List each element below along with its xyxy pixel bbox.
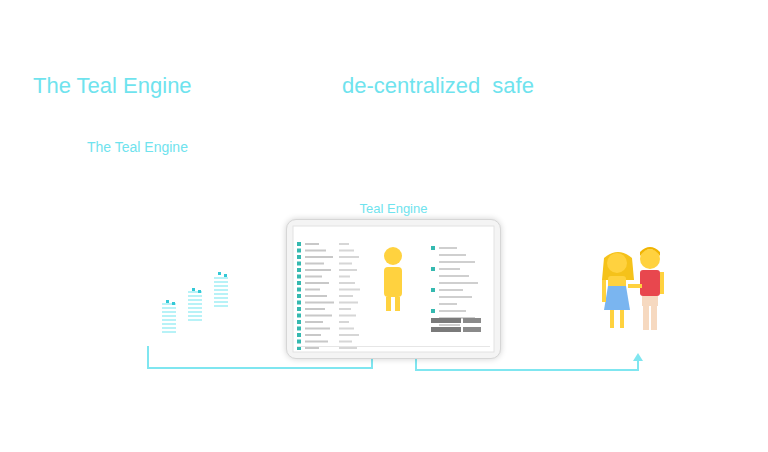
data-stack-icon [162, 278, 228, 332]
people-figures [602, 247, 664, 330]
app-screenshot [287, 220, 500, 358]
screenshot-box: Teal Engine [286, 219, 501, 359]
title-text: The Teal Engine [33, 73, 192, 99]
label-text: de-centralized safe [342, 73, 534, 99]
data-dots [166, 272, 227, 305]
label-text: The Teal Engine [87, 139, 188, 155]
node-heading: Teal Engine [287, 201, 500, 216]
arrow-head [633, 353, 643, 361]
